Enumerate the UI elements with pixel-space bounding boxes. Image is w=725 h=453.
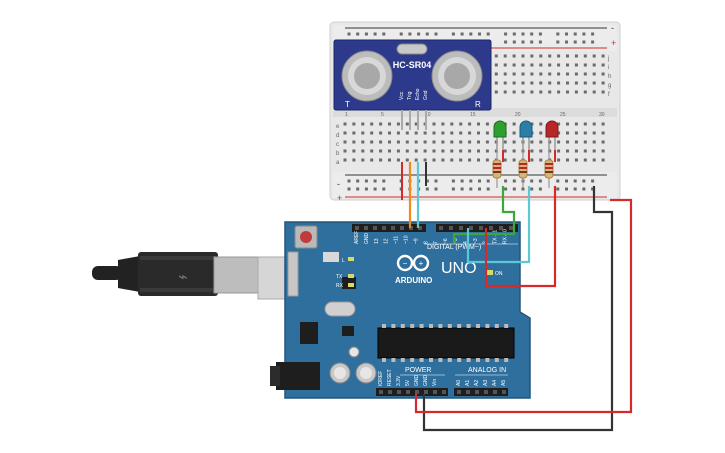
svg-text:−: −: [403, 259, 408, 268]
col-number-10: 10: [425, 112, 431, 118]
wire-red-5v: [414, 198, 633, 414]
l-led-label: L: [342, 258, 345, 264]
arduino-brand-label: ARDUINO: [395, 276, 432, 285]
header-pin-label-9: ~6: [443, 238, 449, 244]
rail-minus-bottom: -: [337, 179, 340, 189]
rx-label: RX: [336, 283, 344, 289]
header-pin-label-7: 8: [423, 241, 429, 244]
resistor-1: [492, 150, 502, 188]
sensor-pin-vcc: Vcc: [399, 91, 405, 100]
col-number-5: 5: [381, 112, 384, 118]
header-pin-label-11: 4: [463, 241, 469, 244]
row-letter-i: i: [608, 65, 609, 71]
microcontroller-chip: [377, 327, 515, 359]
usb-cable: ⌁: [92, 252, 293, 300]
led-blue: [519, 120, 533, 150]
row-letter-f: f: [608, 92, 610, 98]
row-letter-d: d: [336, 133, 339, 139]
analog-pin-label-4: A4: [492, 380, 498, 386]
header-pin-label-12: ~3: [473, 238, 479, 244]
row-letter-g: g: [608, 83, 611, 89]
svg-text:⌁: ⌁: [178, 269, 188, 286]
ultrasonic-sensor: HC-SR04 T R Vcc Trig Echo Gnd: [333, 39, 492, 130]
tx-label: TX: [336, 274, 343, 280]
wires: [408, 162, 633, 432]
analog-in-label: ANALOG IN: [468, 367, 506, 374]
header-pin-label-0: AREF: [354, 231, 360, 244]
header-pin-label-5: ~10: [404, 235, 410, 244]
power-pin-label-1: RESET: [387, 369, 393, 386]
rail-minus-top: -: [611, 23, 614, 33]
sensor-pin-trig: Trig: [407, 91, 413, 100]
power-pin-label-5: GND: [423, 375, 429, 387]
sensor-r-mark: R: [475, 100, 481, 109]
col-number-20: 20: [515, 112, 521, 118]
header-pin-label-10: ~5: [453, 238, 459, 244]
header-pin-label-2: 13: [374, 238, 380, 244]
header-pin-label-4: ~11: [394, 236, 400, 244]
led-green: [493, 120, 507, 150]
header-pin-label-6: ~9: [413, 238, 419, 244]
analog-pin-label-5: A5: [501, 380, 507, 386]
power-pin-label-0: IOREF: [378, 371, 384, 386]
arduino-model-label: UNO: [441, 260, 477, 277]
power-pin-label-3: 5V: [405, 379, 411, 386]
wire-black-gnd: [422, 186, 614, 432]
header-pin-label-3: 12: [384, 238, 390, 244]
row-letter-b: b: [336, 151, 340, 157]
header-pin-label-15: RX←0: [503, 229, 509, 244]
arduino-logo: − +: [396, 254, 430, 272]
col-number-15: 15: [470, 112, 476, 118]
svg-text:+: +: [419, 259, 424, 268]
power-label: POWER: [405, 367, 431, 374]
wire-green: [452, 186, 516, 243]
analog-pin-label-0: A0: [456, 380, 462, 386]
rail-plus-top: +: [611, 38, 616, 48]
resistor-2: [518, 150, 528, 188]
row-letter-a: a: [336, 160, 340, 166]
col-number-1: 1: [345, 112, 348, 118]
sensor-t-mark: T: [345, 100, 350, 109]
header-pin-label-1: GND: [364, 233, 370, 245]
resistor-3: [544, 150, 554, 188]
wire-blue-led: [466, 186, 531, 264]
row-letter-j: j: [607, 56, 609, 62]
led-red: [545, 120, 559, 150]
col-number-25: 25: [560, 112, 566, 118]
col-number-30: 30: [599, 112, 605, 118]
header-pin-label-8: 7: [433, 241, 439, 244]
sensor-pin-echo: Echo: [415, 88, 421, 100]
analog-pin-label-2: A2: [474, 380, 480, 386]
digital-label: DIGITAL (PWM~): [427, 244, 481, 251]
sensor-model-label: HC-SR04: [393, 60, 432, 70]
row-letter-c: c: [336, 142, 339, 148]
power-pin-label-4: GND: [414, 375, 420, 387]
analog-pin-label-3: A3: [483, 380, 489, 386]
wire-red-led: [484, 186, 557, 288]
row-letter-e: e: [336, 124, 340, 130]
rail-plus-bottom: +: [337, 193, 342, 203]
on-led-label: ON: [495, 271, 503, 277]
header-pin-label-14: TX→1: [493, 230, 499, 244]
power-jack: [276, 362, 320, 390]
analog-pin-label-1: A1: [465, 380, 471, 386]
sensor-pin-gnd: Gnd: [423, 90, 429, 100]
row-letter-h: h: [608, 74, 611, 80]
power-pin-label-2: 3.3V: [396, 375, 402, 386]
power-pin-label-6: Vin: [432, 379, 438, 386]
